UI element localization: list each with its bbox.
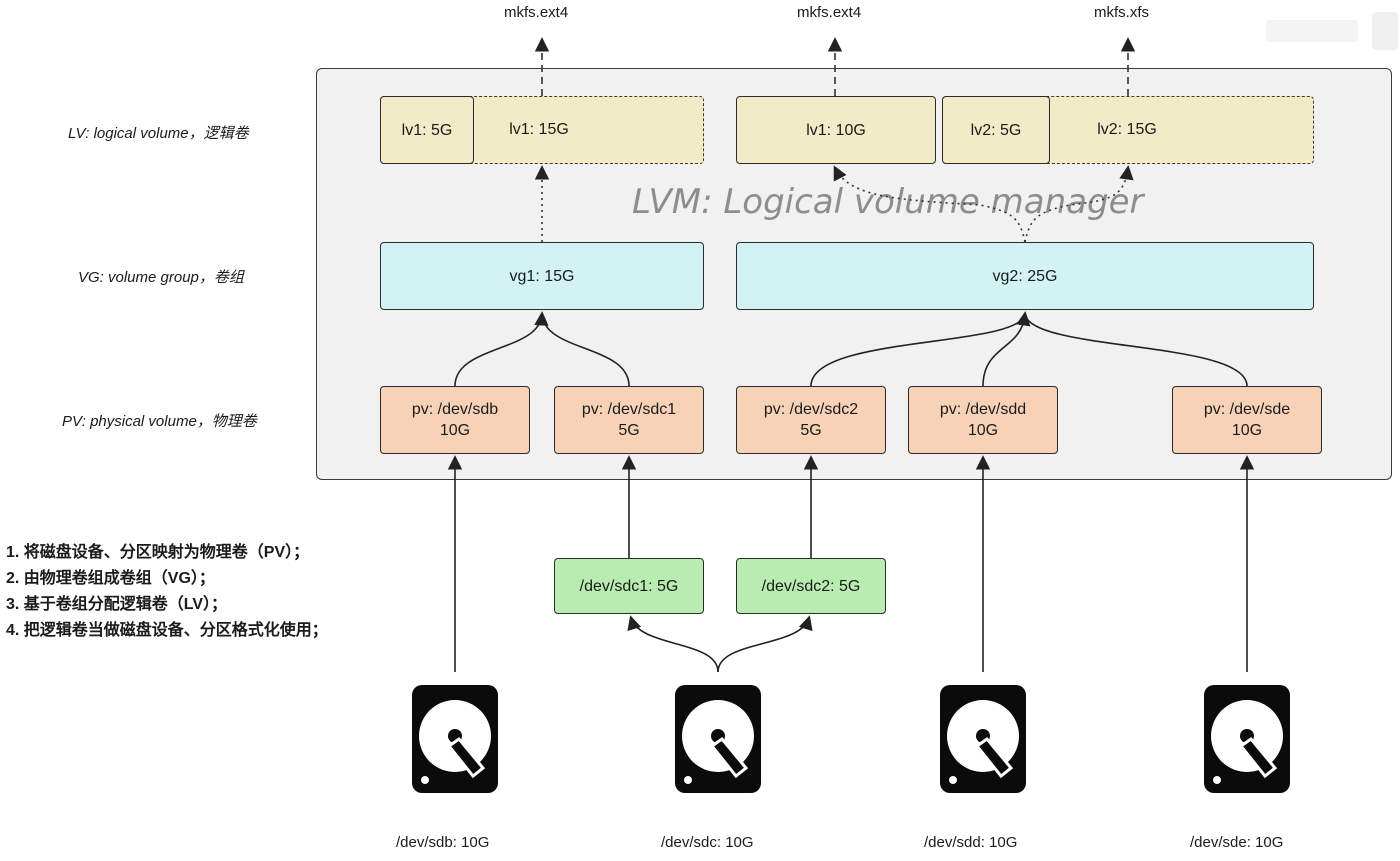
pv-sde-name: pv: /dev/sde xyxy=(1203,401,1291,418)
pv-sdc2-to-vg2 xyxy=(810,311,1031,387)
mkfs-label-3: mkfs.xfs xyxy=(1094,4,1149,21)
watermark-logo xyxy=(1266,12,1398,50)
lv1-extended-label: lv1: 15G xyxy=(509,121,569,138)
hard-disk-icon[interactable] xyxy=(411,684,499,794)
lv1-original-label: lv1: 5G xyxy=(401,121,453,139)
step-4: 4. 把逻辑卷当做磁盘设备、分区格式化使用； xyxy=(6,622,328,639)
pv-sdd-box[interactable]: pv: /dev/sdd 10G xyxy=(908,386,1058,454)
disk-sde-label: /dev/sde: 10G xyxy=(1190,834,1284,851)
pv-sde-to-vg2 xyxy=(1024,313,1248,387)
pv-sdb-to-vg1 xyxy=(454,311,549,387)
sdc-to-sdc1-arrow xyxy=(627,615,719,673)
lvm-title: LVM: Logical volume manager xyxy=(632,182,1144,222)
disk-sdb-label: /dev/sdb: 10G xyxy=(396,834,490,851)
pv-sde-box[interactable]: pv: /dev/sde 10G xyxy=(1172,386,1322,454)
disk-sdd-label: /dev/sdd: 10G xyxy=(924,834,1018,851)
vg-layer-label: VG: volume group，卷组 xyxy=(78,269,244,286)
pv-sdc1-to-vg1 xyxy=(541,313,630,387)
pv-sdd-name: pv: /dev/sdd xyxy=(939,401,1027,418)
pv-sdb-name: pv: /dev/sdb xyxy=(411,401,499,418)
step-3: 3. 基于卷组分配逻辑卷（LV）； xyxy=(6,596,228,613)
vg2-box[interactable]: vg2: 25G xyxy=(736,242,1314,310)
partition-sdc1-box[interactable]: /dev/sdc1: 5G xyxy=(554,558,704,614)
pv-sdb-box[interactable]: pv: /dev/sdb 10G xyxy=(380,386,530,454)
partition-sdc2-box[interactable]: /dev/sdc2: 5G xyxy=(736,558,886,614)
disk-sdc-label: /dev/sdc: 10G xyxy=(661,834,754,851)
hard-disk-icon[interactable] xyxy=(674,684,762,794)
vg1-label: vg1: 15G xyxy=(509,267,575,285)
step-2: 2. 由物理卷组成卷组（VG）； xyxy=(6,570,215,587)
lv2-original-label: lv2: 5G xyxy=(970,121,1022,139)
mkfs-label-1: mkfs.ext4 xyxy=(504,4,569,21)
lv2-extended-label: lv2: 15G xyxy=(1097,121,1157,138)
hard-disk-icon[interactable] xyxy=(1203,684,1291,794)
pv-sdd-size: 10G xyxy=(967,422,999,439)
vg2-label: vg2: 25G xyxy=(992,267,1058,285)
hard-disk-icon[interactable] xyxy=(939,684,1027,794)
vg2-to-lv2-arrow xyxy=(1024,165,1134,243)
pv-sdc2-box[interactable]: pv: /dev/sdc2 5G xyxy=(736,386,886,454)
lv-layer-label: LV: logical volume，逻辑卷 xyxy=(68,125,249,142)
pv-sdb-size: 10G xyxy=(439,422,471,439)
lv2-original-box[interactable]: lv2: 5G xyxy=(942,96,1050,164)
pv-sdc1-size: 5G xyxy=(618,422,640,439)
lv1-vg2-label: lv1: 10G xyxy=(806,121,866,139)
pv-sdc2-name: pv: /dev/sdc2 xyxy=(763,401,859,418)
vg2-to-lv1-arrow xyxy=(833,165,1026,243)
step-1: 1. 将磁盘设备、分区映射为物理卷（PV）； xyxy=(6,544,310,561)
pv-sdd-to-vg2 xyxy=(982,313,1026,387)
pv-layer-label: PV: physical volume，物理卷 xyxy=(62,413,257,430)
pv-sdc1-name: pv: /dev/sdc1 xyxy=(581,401,677,418)
partition-sdc2-label: /dev/sdc2: 5G xyxy=(761,577,861,595)
lv2-extended-label-wrap: lv2: 15G xyxy=(1050,96,1204,164)
vg1-box[interactable]: vg1: 15G xyxy=(380,242,704,310)
lv1-vg2-box[interactable]: lv1: 10G xyxy=(736,96,936,164)
mkfs-label-2: mkfs.ext4 xyxy=(797,4,862,21)
lv1-original-box[interactable]: lv1: 5G xyxy=(380,96,474,164)
partition-sdc1-label: /dev/sdc1: 5G xyxy=(579,577,679,595)
sdc-to-sdc2-arrow xyxy=(717,615,813,673)
pv-sde-size: 10G xyxy=(1231,422,1263,439)
pv-sdc1-box[interactable]: pv: /dev/sdc1 5G xyxy=(554,386,704,454)
pv-sdc2-size: 5G xyxy=(800,422,822,439)
lv1-extended-label-wrap: lv1: 15G xyxy=(474,96,604,164)
